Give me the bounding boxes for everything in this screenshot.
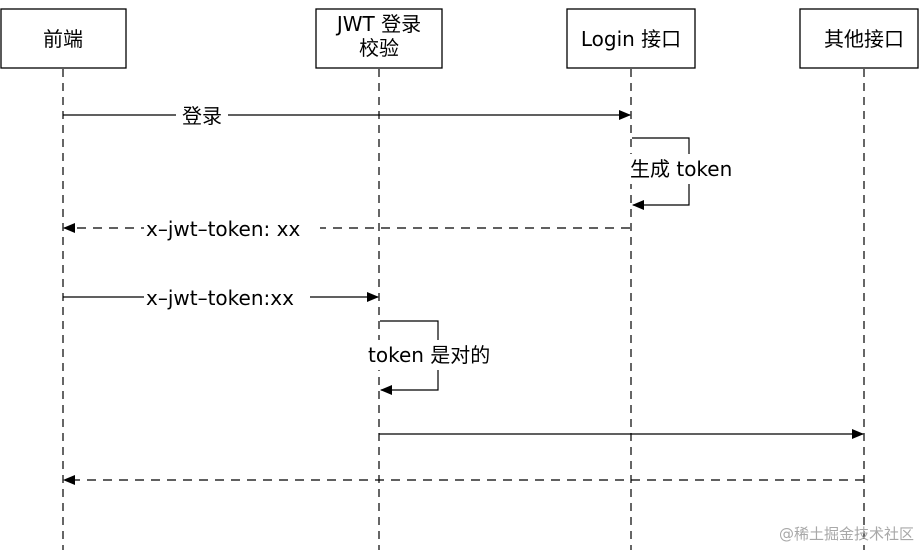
watermark: @稀土掘金技术社区 xyxy=(778,525,914,543)
message-token-request-label: x–jwt–token:xx xyxy=(146,286,294,310)
actor-frontend: 前端 xyxy=(0,8,127,69)
self-loop-generate-token-bg xyxy=(630,154,746,184)
actor-login-label: Login 接口 xyxy=(581,27,681,51)
message-token-response-label: x–jwt–token: xx xyxy=(146,217,300,241)
message-token-request-bg xyxy=(144,283,310,311)
actor-other-api: 其他接口 xyxy=(799,8,919,69)
actor-login-api: Login 接口 xyxy=(566,8,696,69)
actor-frontend-label: 前端 xyxy=(43,27,83,51)
actor-jwt-label-line1: JWT 登录 xyxy=(335,12,421,36)
message-login-label: 登录 xyxy=(182,104,222,128)
self-loop-token-valid-label: token 是对的 xyxy=(368,343,490,367)
actor-jwt-check: JWT 登录 校验 xyxy=(315,8,443,69)
message-login-label-bg xyxy=(176,101,228,129)
message-token-response-bg xyxy=(144,214,320,242)
actor-other-label: 其他接口 xyxy=(824,27,904,51)
self-loop-generate-token-label: 生成 token xyxy=(630,157,732,181)
actor-jwt-label-line2: 校验 xyxy=(359,36,399,60)
self-loop-token-valid-bg xyxy=(366,340,508,370)
